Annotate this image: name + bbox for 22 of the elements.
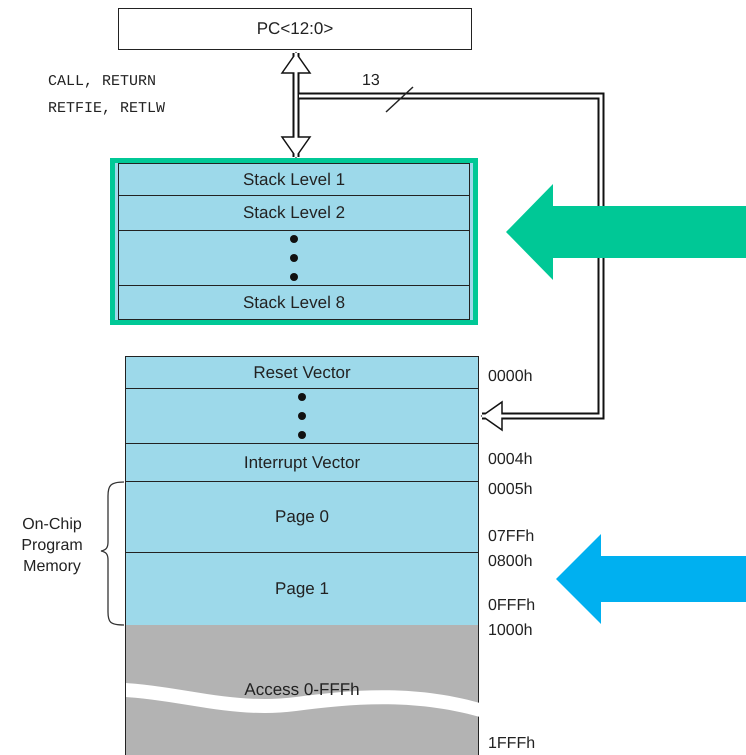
address-label: 0005h: [488, 481, 532, 499]
memory-row: Interrupt Vector: [125, 443, 479, 482]
unimplemented-memory-block: Access 0-FFFh: [125, 625, 479, 755]
address-label: 1000h: [488, 622, 532, 640]
memory-row: Stack Level 8: [118, 285, 470, 320]
address-label: 0000h: [488, 368, 532, 386]
region-label: On-Chip Program Memory: [20, 515, 84, 577]
address-label: 0800h: [488, 553, 532, 571]
register-box: PC<12:0>: [118, 8, 472, 50]
address-label: 1FFFh: [488, 735, 536, 753]
memory-row: Stack Level 2: [118, 195, 470, 231]
memory-row: Page 0: [125, 481, 479, 553]
stack-frame: [110, 158, 478, 325]
instruction-note: CALL, RETURN RETFIE, RETLW: [48, 72, 166, 119]
address-label: 0004h: [488, 451, 532, 469]
memory-row: Reset Vector: [125, 356, 479, 389]
address-label: 07FFh: [488, 528, 534, 546]
memory-row: [125, 388, 479, 444]
memory-row: [118, 230, 470, 286]
memory-row: Stack Level 1: [118, 163, 470, 196]
address-label: 0FFFh: [488, 597, 536, 615]
memory-row: Page 1: [125, 552, 479, 626]
